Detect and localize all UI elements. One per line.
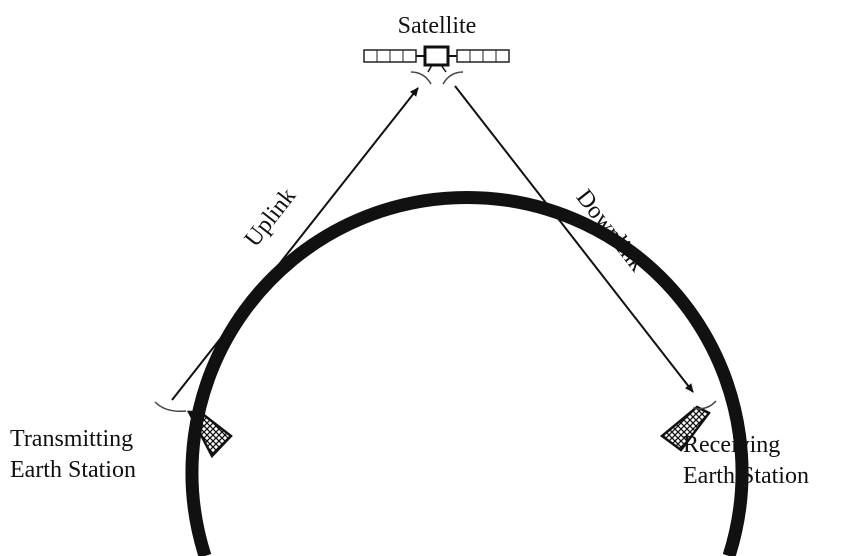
receiving-label-line2: Earth Station (683, 461, 809, 492)
satellite-left-dish-icon (411, 72, 431, 84)
receiving-label-line1: Receiving (683, 430, 809, 461)
downlink-label: Downlink (571, 185, 651, 277)
satellite-right-dish-icon (443, 72, 463, 84)
satellite-body (425, 47, 448, 65)
earth-arc (192, 197, 742, 556)
transmitting-label-line2: Earth Station (10, 455, 136, 486)
transmitting-earth-station-label: Transmitting Earth Station (10, 424, 136, 486)
transmitting-dish-icon (155, 402, 186, 411)
downlink-arrow (455, 86, 693, 392)
satellite-icon (364, 47, 509, 84)
uplink-label: Uplink (240, 183, 302, 252)
transmitting-label-line1: Transmitting (10, 424, 136, 455)
receiving-earth-station-label: Receiving Earth Station (683, 430, 809, 492)
uplink-arrow (172, 88, 418, 400)
satellite-label: Satellite (398, 13, 477, 39)
